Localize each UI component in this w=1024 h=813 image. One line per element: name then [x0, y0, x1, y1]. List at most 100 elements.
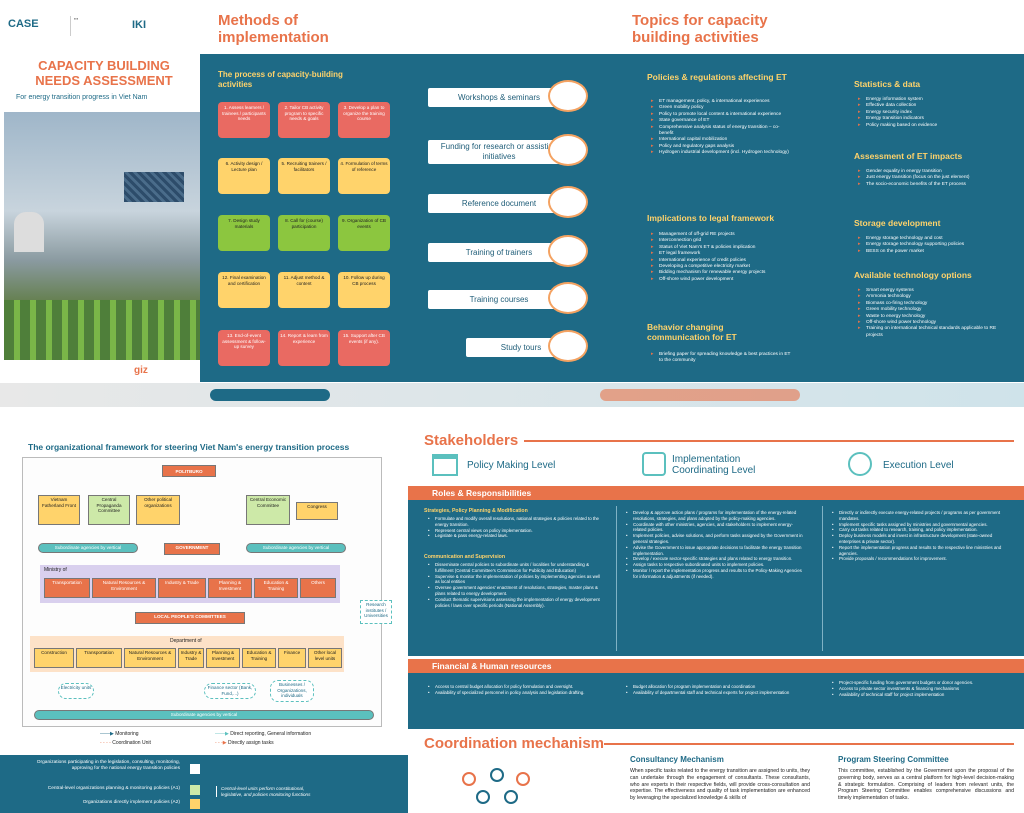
level-label: Execution Level [883, 460, 954, 471]
party-box: Other political organizations [136, 495, 180, 525]
legend-text: Coordination Unit [112, 740, 151, 746]
topic-item: Ammonia technology [858, 294, 1008, 301]
method-funding: Funding for research or assisting initia… [428, 140, 570, 164]
role-item: Coordinate with other ministries, agenci… [626, 522, 806, 534]
role-item: Disseminate central policies to subordin… [428, 562, 604, 574]
department-box: Transportation [76, 648, 122, 668]
legend-text: Monitoring [115, 731, 139, 737]
topic-item: Energy transition indicators [858, 116, 1008, 123]
microscope-icon [548, 134, 588, 166]
legend-swatch [190, 764, 200, 774]
topic-item: Management of off-grid RE projects [651, 232, 791, 239]
legend-swatch [190, 785, 200, 795]
process-step: 3. Develop a plan to organize the traini… [338, 102, 390, 138]
topic-item: State governance of ET [651, 118, 791, 125]
roles-list: Formulate and modify overall resolutions… [428, 516, 604, 539]
role-item: Conduct thematic supervisions assessing … [428, 597, 604, 609]
topic-item: BESS on the power market [858, 249, 1008, 256]
case-logo: CASE [8, 18, 39, 30]
people-network-icon [548, 330, 588, 362]
roles-header: Roles & Responsibilities [408, 486, 1024, 500]
role-item: Develop & approve action plans / program… [626, 510, 806, 522]
ministry-label: Ministry of [44, 567, 67, 573]
process-step: 2. Tailor CB activity program to specifi… [278, 102, 330, 138]
topic-item: Just energy transition (focus on the jus… [858, 175, 1008, 182]
side-box: Research institutes / Universities [360, 600, 392, 624]
topic-item: Off-shore wind power development [651, 277, 791, 284]
roles-list: Disseminate central policies to subordin… [428, 562, 604, 608]
presentation-icon [548, 80, 588, 112]
process-step: 10. Follow up during CB process [338, 272, 390, 308]
subordinate-label: Subordinate agencies by vertical [246, 543, 346, 553]
subordinate-label: Subordinate agencies by vertical [34, 710, 374, 720]
role-item: Formulate and modify overall resolutions… [428, 516, 604, 528]
role-item: Carry out tasks related to research, tra… [832, 527, 1010, 533]
process-step: 4. Formulation of terms of reference [338, 158, 390, 194]
method-courses: Training courses [428, 290, 570, 309]
process-step: 15. Support after CB events (if any). [338, 330, 390, 366]
topic-heading: Statistics & data [854, 79, 921, 89]
role-item: Advise the Government to issue appropria… [626, 545, 806, 557]
topic-item: Bidding mechanism for renewable energy p… [651, 270, 791, 277]
level-label: Implementation Coordinating Level [672, 454, 756, 476]
column-divider [616, 506, 617, 651]
process-title: The process of capacity-building activit… [218, 70, 343, 89]
topic-item: International experience of credit polic… [651, 258, 791, 265]
topic-list: Management of off-grid RE projects Inter… [651, 232, 791, 284]
cover-subtitle: For energy transition progress in Viet N… [16, 94, 148, 101]
ministry-box: Education & Training [254, 578, 298, 598]
topic-item: Waste to energy technology [858, 314, 1008, 321]
role-item: Deploy business models and invest in inf… [832, 533, 1010, 545]
role-item: Assign tasks to respective subordinated … [626, 562, 806, 568]
document-icon [548, 186, 588, 218]
graduate-icon [548, 235, 588, 267]
finance-list: Budget allocation for program implementa… [626, 684, 806, 696]
role-item: Monitor / report the implementation prog… [626, 568, 806, 580]
ministry-box: Transportation [44, 578, 90, 598]
topics-heading: Topics for capacity building activities [632, 12, 768, 46]
topic-list: ET management, policy, & international e… [651, 99, 791, 157]
stakeholders-heading: Stakeholders [424, 432, 519, 449]
topic-item: International capital mobilization [651, 137, 791, 144]
ministry-box: Industry & Trade [158, 578, 206, 598]
heading-rule [524, 440, 1014, 442]
topic-item: Energy security index [858, 110, 1008, 117]
topic-list: Energy information system Effective data… [858, 97, 1008, 129]
role-item: Oversee government agencies' enactment o… [428, 585, 604, 597]
process-step: 9. Organization of CB events [338, 215, 390, 251]
party-box: Congress [296, 502, 338, 520]
role-item: Implement policies, advise solutions, an… [626, 533, 806, 545]
chart-search-icon [848, 452, 872, 476]
level-label: Policy Making Level [467, 460, 556, 471]
department-box: Construction [34, 648, 74, 668]
topic-item: Smart energy systems [858, 288, 1008, 295]
role-item: Report the implementation progress and r… [832, 545, 1010, 557]
legend-item: - - - - Coordination Unit [100, 740, 151, 746]
topic-list: Gender equality in energy transition Jus… [858, 169, 1008, 189]
process-step: 14. Report & learn from experience [278, 330, 330, 366]
coordination-heading: Coordination mechanism [424, 735, 605, 752]
legend-row: Organizations participating in the legis… [36, 760, 180, 771]
side-box: Electricity units [58, 683, 94, 699]
giz-logo: giz [134, 365, 148, 376]
method-tot: Training of trainers [428, 243, 570, 262]
topic-item: Policy and regulatory gaps analysis [651, 144, 791, 151]
roles-subheading: Strategies, Policy Planning & Modificati… [424, 508, 528, 514]
legend-row: Organizations directly implement policie… [82, 800, 180, 805]
party-box: Central Propaganda Committee [88, 495, 130, 525]
puzzle-icon [642, 452, 666, 476]
topic-item: Gender equality in energy transition [858, 169, 1008, 176]
party-box: Vietnam Fatherland Front [38, 495, 80, 525]
finance-item: Budget allocation for program implementa… [626, 684, 806, 690]
topic-heading: Available technology options [854, 270, 972, 280]
finance-header: Financial & Human resources [408, 659, 1024, 673]
finance-item: Project-specific funding from government… [832, 680, 1010, 686]
topic-item: Interconnection grid [651, 238, 791, 245]
party-box: Central Economic Committee [246, 495, 290, 525]
topic-heading: Assessment of ET impacts [854, 151, 963, 161]
topic-item: Policy making based on evidence [858, 123, 1008, 130]
process-step: 13. End-of-event assessment & follow-up … [218, 330, 270, 366]
method-reference: Reference document [428, 194, 570, 213]
department-label: Department of [170, 638, 202, 644]
topic-heading: Policies & regulations affecting ET [647, 72, 787, 82]
